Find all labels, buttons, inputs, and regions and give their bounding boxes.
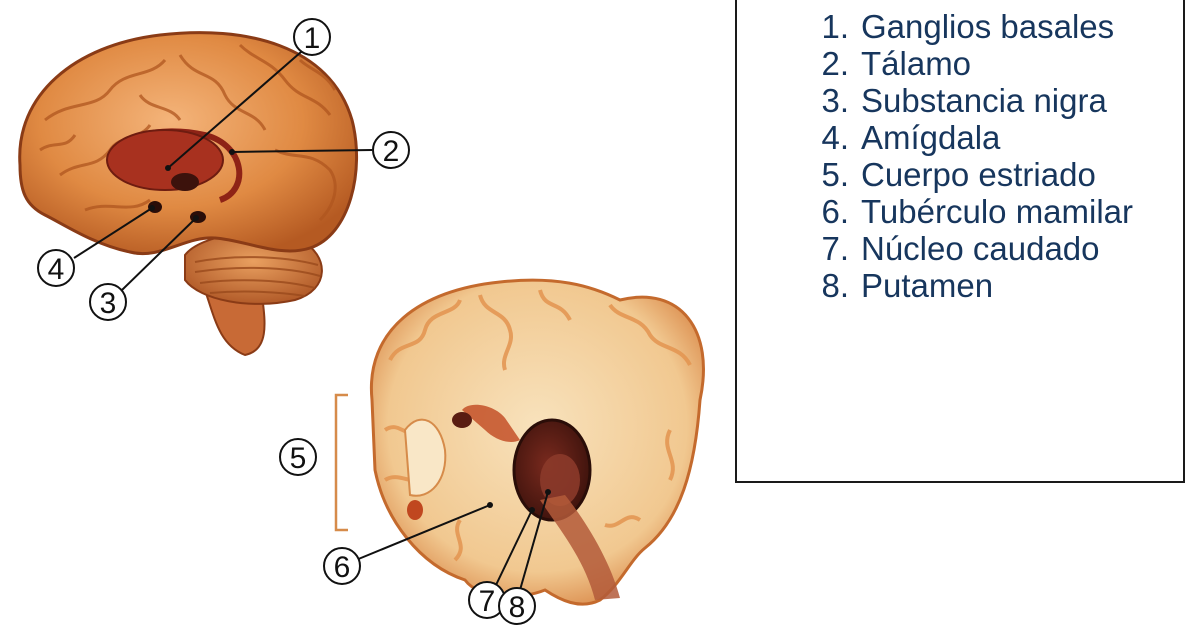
callout-5-label: 5 <box>290 442 307 475</box>
callout-4-label: 4 <box>48 253 65 286</box>
legend-label: Núcleo caudado <box>861 230 1100 267</box>
mammillary-body-shape <box>407 500 423 520</box>
legend-number: 2. <box>805 45 849 82</box>
legend-item: 7. Núcleo caudado <box>805 230 1133 267</box>
callout-2-label: 2 <box>383 135 400 168</box>
caudate-dark <box>452 412 472 428</box>
callout-6: 6 <box>324 548 360 584</box>
legend-label: Cuerpo estriado <box>861 156 1096 193</box>
callout-3-label: 3 <box>100 287 117 320</box>
legend-label: Ganglios basales <box>861 8 1114 45</box>
legend-item: 8. Putamen <box>805 267 1133 304</box>
legend-number: 5. <box>805 156 849 193</box>
legend-item: 3. Substancia nigra <box>805 82 1133 119</box>
legend-item: 5. Cuerpo estriado <box>805 156 1133 193</box>
legend-number: 1. <box>805 8 849 45</box>
callout-8-label: 8 <box>509 591 526 624</box>
callout-7-label: 7 <box>479 585 496 618</box>
callout-1-label: 1 <box>304 22 321 55</box>
callout-6-label: 6 <box>334 551 351 584</box>
legend-item: 6. Tubérculo mamilar <box>805 193 1133 230</box>
basal-ganglia-shape <box>107 130 223 190</box>
legend-label: Putamen <box>861 267 993 304</box>
legend-number: 3. <box>805 82 849 119</box>
legend-label: Substancia nigra <box>861 82 1107 119</box>
legend-item: 1. Ganglios basales <box>805 8 1133 45</box>
legend-number: 6. <box>805 193 849 230</box>
coronal-brain-illustration <box>371 280 703 604</box>
callout-4: 4 <box>38 250 74 286</box>
legend-number: 7. <box>805 230 849 267</box>
legend-label: Tubérculo mamilar <box>861 193 1133 230</box>
striatum-bracket <box>336 395 348 530</box>
legend-label: Tálamo <box>861 45 971 82</box>
legend-label: Amígdala <box>861 119 1000 156</box>
lateral-brain-illustration <box>20 33 357 355</box>
callout-2: 2 <box>373 132 409 168</box>
legend-item: 4. Amígdala <box>805 119 1133 156</box>
callout-8: 8 <box>499 588 535 624</box>
callout-1: 1 <box>294 19 330 55</box>
callout-3: 3 <box>90 284 126 320</box>
legend-list: 1. Ganglios basales 2. Tálamo 3. Substancia… <box>805 8 1133 304</box>
legend-box: 1. Ganglios basales 2. Tálamo 3. Substancia… <box>735 0 1185 483</box>
legend-number: 8. <box>805 267 849 304</box>
legend-item: 2. Tálamo <box>805 45 1133 82</box>
thalamus-shape <box>171 173 199 191</box>
legend-number: 4. <box>805 119 849 156</box>
callout-5: 5 <box>280 439 316 475</box>
